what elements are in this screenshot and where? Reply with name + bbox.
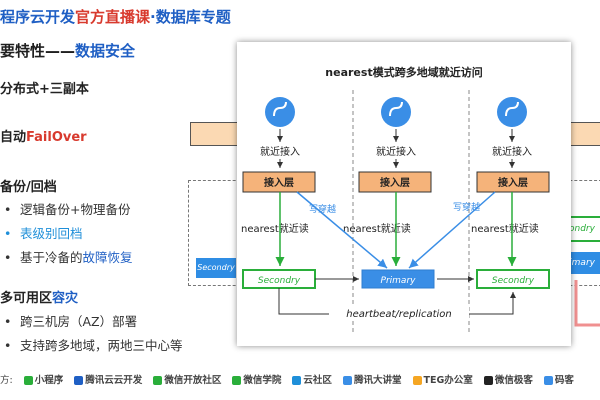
footer-prefix: 方: bbox=[0, 375, 13, 386]
secondary-label-1: Secondry bbox=[258, 276, 301, 286]
item-backup: 备份/回档 bbox=[0, 180, 57, 195]
partner-cloud-community: 云社区 bbox=[292, 375, 332, 386]
nearest-mode-diagram: nearest模式跨多地域就近访问 就近接入 接入层 nearest就近读 Se… bbox=[237, 42, 571, 346]
mini-program-logo-icon bbox=[23, 376, 33, 385]
bullet-cold-recovery: •基于冷备的故障恢复 bbox=[4, 250, 133, 265]
nearest-read-label-1: nearest就近读 bbox=[241, 222, 309, 235]
item-distributed: 分布式+三副本 bbox=[0, 82, 89, 97]
teg-office-logo-icon bbox=[412, 376, 422, 385]
access-layer-box-3 bbox=[476, 171, 550, 193]
title-part-topic: ·数据库专题 bbox=[150, 8, 231, 26]
item-failover: 自动FailOver bbox=[0, 126, 87, 145]
diagram-title: nearest模式跨多地域就近访问 bbox=[325, 65, 482, 79]
partner-wechat-academy: 微信学院 bbox=[232, 375, 281, 386]
access-layer-label-1: 接入层 bbox=[264, 176, 294, 189]
coding-logo-icon bbox=[543, 376, 553, 385]
partner-open-community: 微信开放社区 bbox=[153, 375, 221, 386]
open-community-logo-icon bbox=[153, 376, 163, 385]
failover-highlight: FailOver bbox=[26, 130, 87, 145]
partner-teg-office: TEG办公室 bbox=[412, 375, 473, 386]
sponsor-footer: 方: 小程序 腾讯云云开发 微信开放社区 微信学院 云社区 腾讯大讲堂 TEG办… bbox=[0, 372, 600, 400]
secondary-node-2 bbox=[476, 269, 550, 289]
near-access-label-1: 就近接入 bbox=[260, 145, 300, 158]
wechat-academy-logo-icon bbox=[232, 376, 242, 385]
nearest-read-label-3: nearest就近读 bbox=[471, 222, 539, 235]
cloudbase-logo-icon bbox=[74, 376, 84, 385]
wechat-geek-logo-icon bbox=[483, 376, 493, 385]
mini-program-icon-3 bbox=[497, 97, 527, 127]
write-through-label-2: 写穿越 bbox=[453, 201, 480, 213]
cloud-community-logo-icon bbox=[292, 376, 302, 385]
partner-coding: 码客 bbox=[543, 375, 574, 386]
secondary-label-2: Secondry bbox=[492, 276, 535, 286]
background-red-connector bbox=[574, 280, 600, 327]
tencent-lecture-logo-icon bbox=[342, 376, 352, 385]
access-layer-box-2 bbox=[358, 171, 432, 193]
background-secondary-left: Secondry bbox=[196, 258, 236, 278]
title-part-official: 官方直播课 bbox=[75, 8, 151, 26]
bullet-three-az: •跨三机房（AZ）部署 bbox=[4, 314, 138, 329]
mini-program-icon-1 bbox=[265, 97, 295, 127]
primary-label: Primary bbox=[381, 276, 417, 286]
partner-cloudbase: 腾讯云云开发 bbox=[74, 375, 142, 386]
bullet-table-rollback: •表级别回档 bbox=[4, 226, 83, 241]
write-through-label-1: 写穿越 bbox=[309, 203, 336, 215]
arrow-write-left bbox=[296, 191, 388, 269]
section-heading: 要特性——数据安全 bbox=[0, 40, 135, 61]
item-multi-az: 多可用区容灾 bbox=[0, 291, 79, 306]
diagram-canvas: nearest模式跨多地域就近访问 就近接入 接入层 nearest就近读 Se… bbox=[241, 65, 550, 332]
page-title: 程序云开发官方直播课·数据库专题 bbox=[0, 6, 231, 27]
title-part-app: 程序云开发 bbox=[0, 8, 76, 26]
primary-node bbox=[361, 269, 435, 289]
access-layer-box-1 bbox=[242, 171, 316, 193]
near-access-label-3: 就近接入 bbox=[492, 145, 532, 158]
heartbeat-label: heartbeat/replication bbox=[346, 309, 452, 320]
nearest-read-label-2: nearest就近读 bbox=[343, 222, 411, 235]
partner-wechat-geek: 微信极客 bbox=[483, 375, 533, 386]
access-layer-label-2: 接入层 bbox=[380, 176, 410, 189]
section-heading-prefix: 要特性—— bbox=[0, 42, 76, 60]
access-layer-label-3: 接入层 bbox=[498, 176, 528, 189]
partner-tencent-lecture: 腾讯大讲堂 bbox=[342, 375, 401, 386]
bullet-logical-backup: •逻辑备份+物理备份 bbox=[4, 202, 131, 217]
section-heading-highlight: 数据安全 bbox=[75, 42, 136, 60]
mini-program-icon-2 bbox=[381, 97, 411, 127]
arrow-write-right bbox=[408, 191, 496, 269]
bullet-multi-region: •支持跨多地域，两地三中心等 bbox=[4, 338, 183, 353]
failover-prefix: 自动 bbox=[0, 130, 27, 145]
partner-mini-program: 小程序 bbox=[23, 375, 63, 386]
near-access-label-2: 就近接入 bbox=[376, 145, 416, 158]
